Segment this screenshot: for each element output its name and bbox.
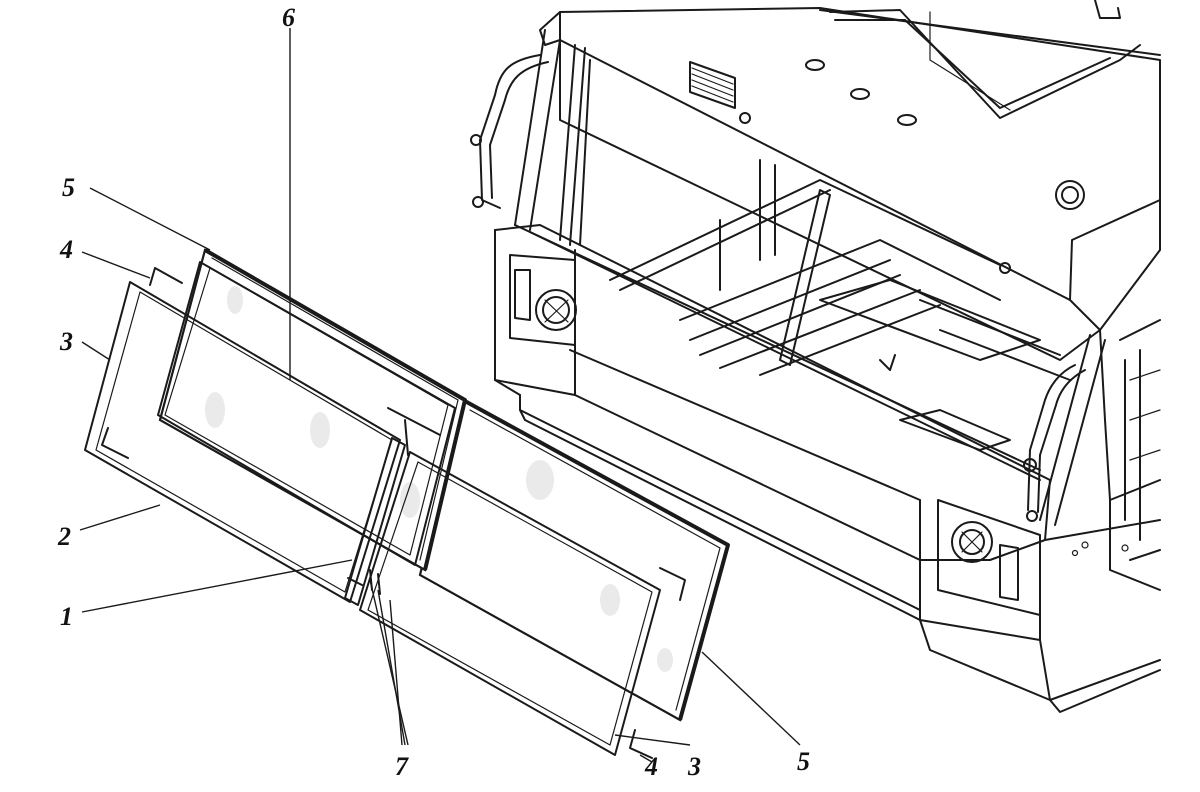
- callout-1: 1: [60, 602, 73, 631]
- callout-2: 2: [57, 522, 71, 551]
- callout-3-right: 3: [687, 752, 701, 781]
- frame-3-left: [84, 281, 401, 603]
- callout-4-left: 4: [59, 235, 73, 264]
- callouts: 6 5 4 3 2 1 7 4 3 5: [57, 3, 810, 781]
- callout-5-right: 5: [797, 747, 810, 776]
- frame-3-right: [359, 451, 661, 756]
- roof-vent-grille: [689, 61, 736, 109]
- seal-frame-6: [157, 261, 456, 566]
- roof-lamps: [805, 59, 917, 126]
- callout-4-right: 4: [644, 752, 658, 781]
- callout-6: 6: [282, 3, 295, 32]
- windshield-assembly: [84, 248, 730, 759]
- center-mullion-1: [344, 419, 409, 606]
- glass-panel-5-left: [158, 248, 467, 572]
- right-headlight-housing: [937, 499, 1041, 616]
- callout-7: 7: [395, 752, 409, 781]
- leader-lines: [79, 28, 801, 763]
- left-headlight-housing: [509, 254, 577, 346]
- brackets: [101, 267, 686, 759]
- cab-body: [470, 0, 1161, 713]
- callout-3-left: 3: [59, 327, 73, 356]
- glass-panel-5-right: [418, 398, 730, 722]
- callout-5-left: 5: [62, 173, 75, 202]
